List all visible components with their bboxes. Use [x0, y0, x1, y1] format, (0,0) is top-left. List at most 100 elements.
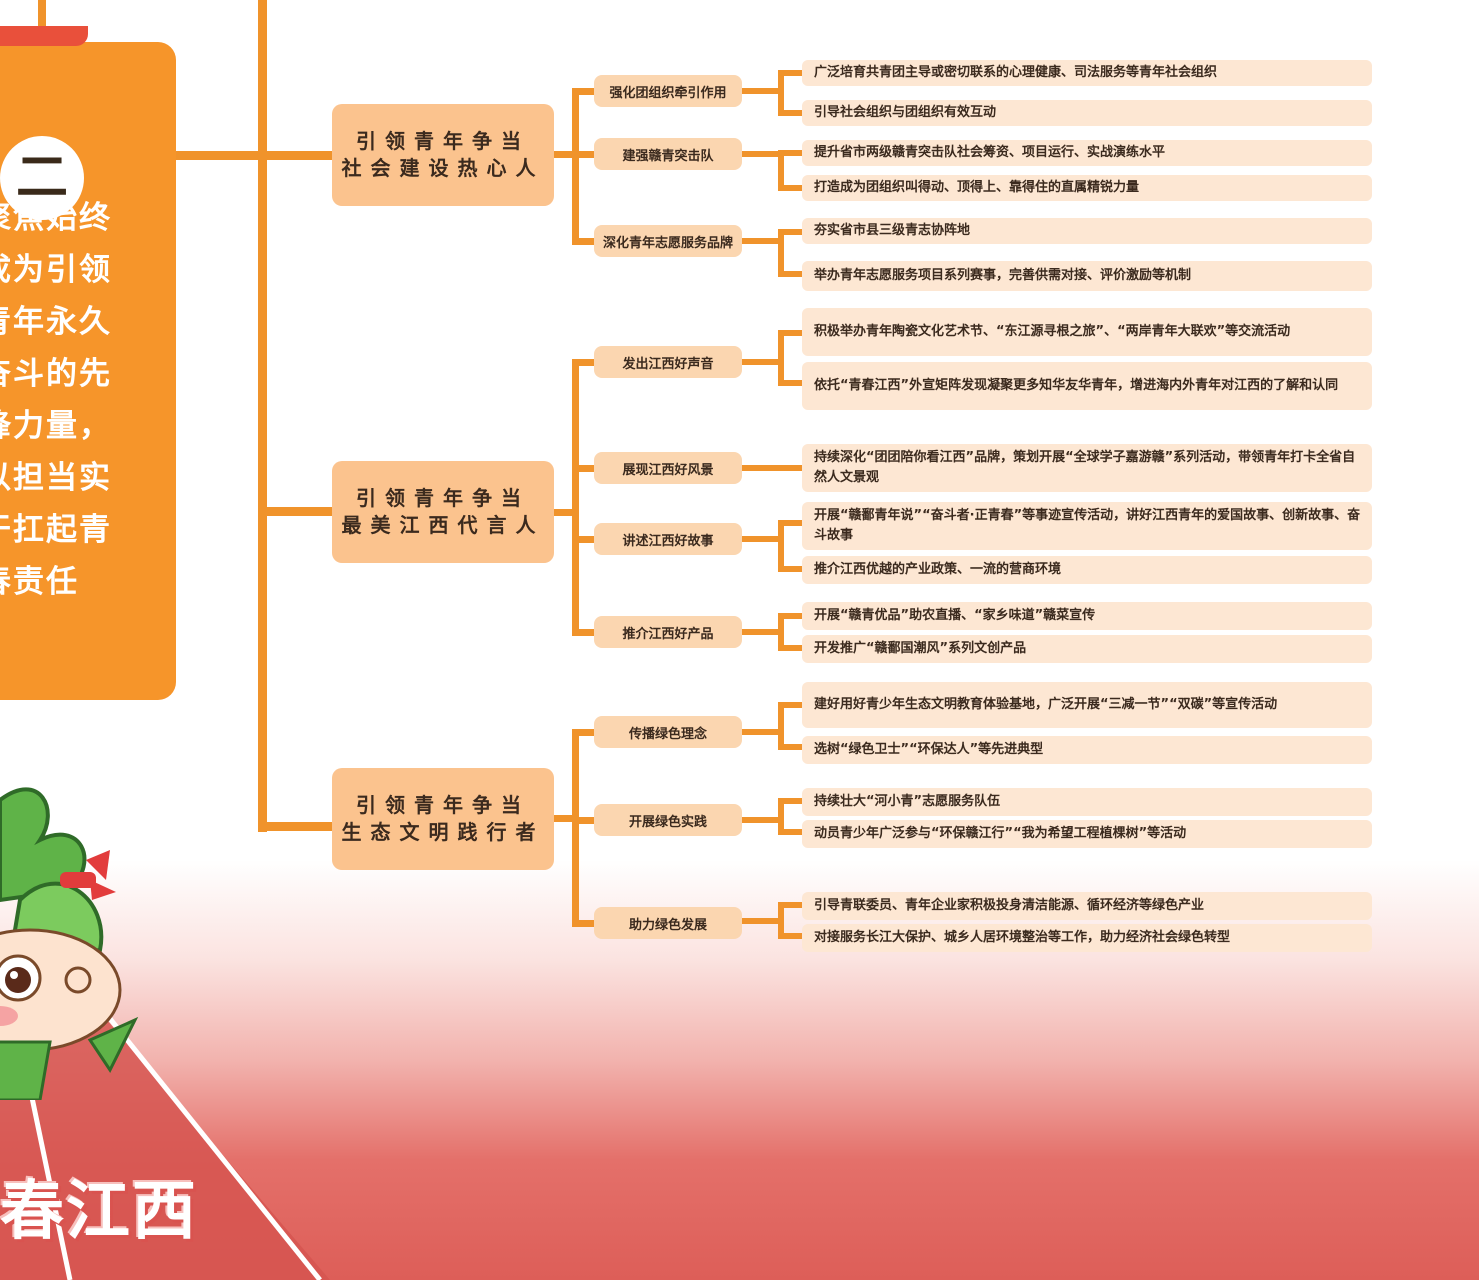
branch-title-line: 引领青年争当	[356, 793, 530, 817]
section-line-8: 春责任	[0, 564, 79, 600]
section-line-5: 锋力量，	[0, 408, 112, 444]
branch-connector-2	[262, 507, 334, 516]
section-number: 二	[15, 148, 68, 208]
leaf-bracket-line	[778, 520, 784, 572]
leaf-out-line	[742, 359, 782, 365]
leaf-connector	[778, 902, 804, 908]
sub-topic: 强化团组织牵引作用	[594, 75, 742, 107]
branch-title-line: 社会建设热心人	[341, 156, 545, 180]
spine-line	[258, 0, 267, 832]
leaf-connector	[778, 645, 804, 651]
leaf-connector	[778, 933, 804, 939]
leaf-item: 引导青联委员、青年企业家积极投身清洁能源、循环经济等绿色产业	[802, 892, 1372, 920]
sub-bracket-line	[572, 88, 579, 244]
footer-title: 春江西	[0, 1175, 198, 1249]
sub-topic: 深化青年志愿服务品牌	[594, 225, 742, 257]
branch-out-line	[554, 815, 576, 822]
sub-topic: 发出江西好声音	[594, 346, 742, 378]
leaf-item: 选树“绿色卫士”“环保达人”等先进典型	[802, 736, 1372, 764]
leaf-bracket-line	[778, 150, 784, 190]
leaf-out-line	[742, 88, 782, 94]
leaf-item: 引导社会组织与团组织有效互动	[802, 100, 1372, 126]
section-number-badge: 二	[0, 136, 84, 220]
leaf-connector	[778, 798, 804, 804]
leaf-connector	[778, 271, 804, 277]
leaf-connector	[778, 185, 804, 191]
section-line-2: 成为引领	[0, 252, 112, 288]
leaf-connector	[778, 566, 804, 572]
sub-connector	[572, 88, 596, 95]
sub-connector	[572, 238, 596, 245]
sub-topic: 建强赣青突击队	[594, 138, 742, 170]
section-line-6: 以担当实	[0, 460, 112, 496]
sub-bracket-line	[572, 729, 579, 927]
leaf-bracket-line	[778, 798, 784, 834]
leaf-bracket-line	[778, 902, 784, 938]
sub-topic: 展现江西好风景	[594, 452, 742, 484]
sub-topic: 传播绿色理念	[594, 716, 742, 748]
sub-connector	[572, 151, 596, 158]
sub-connector	[572, 536, 596, 543]
leaf-out-line	[742, 817, 782, 823]
sub-topic: 助力绿色发展	[594, 907, 742, 939]
leaf-connector	[778, 70, 804, 76]
leaf-connector	[778, 110, 804, 116]
leaf-item: 积极举办青年陶瓷文化艺术节、“东江源寻根之旅”、“两岸青年大联欢”等交流活动	[802, 308, 1372, 356]
sub-topic: 推介江西好产品	[594, 616, 742, 648]
leaf-item: 举办青年志愿服务项目系列赛事，完善供需对接、评价激励等机制	[802, 261, 1372, 291]
leaf-bracket-line	[778, 229, 784, 277]
leaf-connector	[778, 520, 804, 526]
leaf-out-line	[742, 918, 782, 924]
sub-connector	[572, 920, 596, 927]
leaf-bracket-line	[778, 702, 784, 750]
leaf-connector	[778, 229, 804, 235]
branch-title-box: 引领青年争当 生态文明践行者	[332, 768, 554, 870]
mascot-illustration	[0, 787, 139, 1100]
leaf-bracket-line	[778, 70, 784, 115]
section-panel: 二 聚焦始终 成为引领 青年永久 奋斗的先 锋力量， 以担当实 干扛起青 春责任	[0, 26, 176, 700]
leaf-out-line	[742, 151, 782, 157]
section-line-7: 干扛起青	[0, 512, 112, 548]
branch-title-box: 引领青年争当 社会建设热心人	[332, 104, 554, 206]
leaf-bracket-line	[778, 330, 784, 386]
sub-topic: 讲述江西好故事	[594, 523, 742, 555]
leaf-out-line	[742, 729, 782, 735]
leaf-item: 开展“赣鄱青年说”“奋斗者·正青春”等事迹宣传活动，讲好江西青年的爱国故事、创新…	[802, 502, 1372, 550]
branch-title-line: 引领青年争当	[356, 486, 530, 510]
sub-connector	[572, 359, 596, 366]
leaf-item: 持续深化“团团陪你看江西”品牌，策划开展“全球学子嘉游赣”系列活动，带领青年打卡…	[802, 444, 1372, 492]
branch-out-line	[554, 151, 576, 158]
leaf-connector	[778, 744, 804, 750]
sub-bracket-line	[572, 359, 579, 636]
leaf-item: 广泛培育共青团主导或密切联系的心理健康、司法服务等青年社会组织	[802, 60, 1372, 86]
leaf-item: 对接服务长江大保护、城乡人居环境整治等工作，助力经济社会绿色转型	[802, 924, 1372, 952]
branch-title-box: 引领青年争当 最美江西代言人	[332, 461, 554, 563]
leaf-connector	[778, 613, 804, 619]
leaf-item: 推介江西优越的产业政策、一流的营商环境	[802, 556, 1372, 584]
leaf-item: 提升省市两级赣青突击队社会筹资、项目运行、实战演练水平	[802, 140, 1372, 166]
branch-title-line: 引领青年争当	[356, 129, 530, 153]
leaf-item: 开展“赣青优品”助农直播、“家乡味道”赣菜宣传	[802, 602, 1372, 630]
section-line-3: 青年永久	[0, 304, 112, 340]
leaf-item: 打造成为团组织叫得动、顶得上、靠得住的直属精锐力量	[802, 175, 1372, 201]
leaf-connector	[778, 702, 804, 708]
branch-connector-1	[262, 151, 334, 160]
leaf-connector	[778, 150, 804, 156]
leaf-connector	[778, 330, 804, 336]
leaf-out-line	[742, 536, 782, 542]
section-line-4: 奋斗的先	[0, 356, 112, 392]
leaf-connector	[778, 829, 804, 835]
sub-connector	[572, 817, 596, 824]
leaf-item: 持续壮大“河小青”志愿服务队伍	[802, 788, 1372, 816]
leaf-bracket-line	[778, 613, 784, 651]
sub-connector	[572, 465, 596, 472]
top-stub-line	[38, 0, 46, 44]
leaf-out-line	[742, 629, 782, 635]
leaf-item: 动员青少年广泛参与“环保赣江行”“我为希望工程植棵树”等活动	[802, 820, 1372, 848]
leaf-item: 开发推广“赣鄱国潮风”系列文创产品	[802, 635, 1372, 663]
leaf-item: 夯实省市县三级青志协阵地	[802, 218, 1372, 244]
leaf-out-line	[742, 238, 782, 244]
branch-title-line: 生态文明践行者	[341, 820, 545, 844]
sub-connector	[572, 629, 596, 636]
